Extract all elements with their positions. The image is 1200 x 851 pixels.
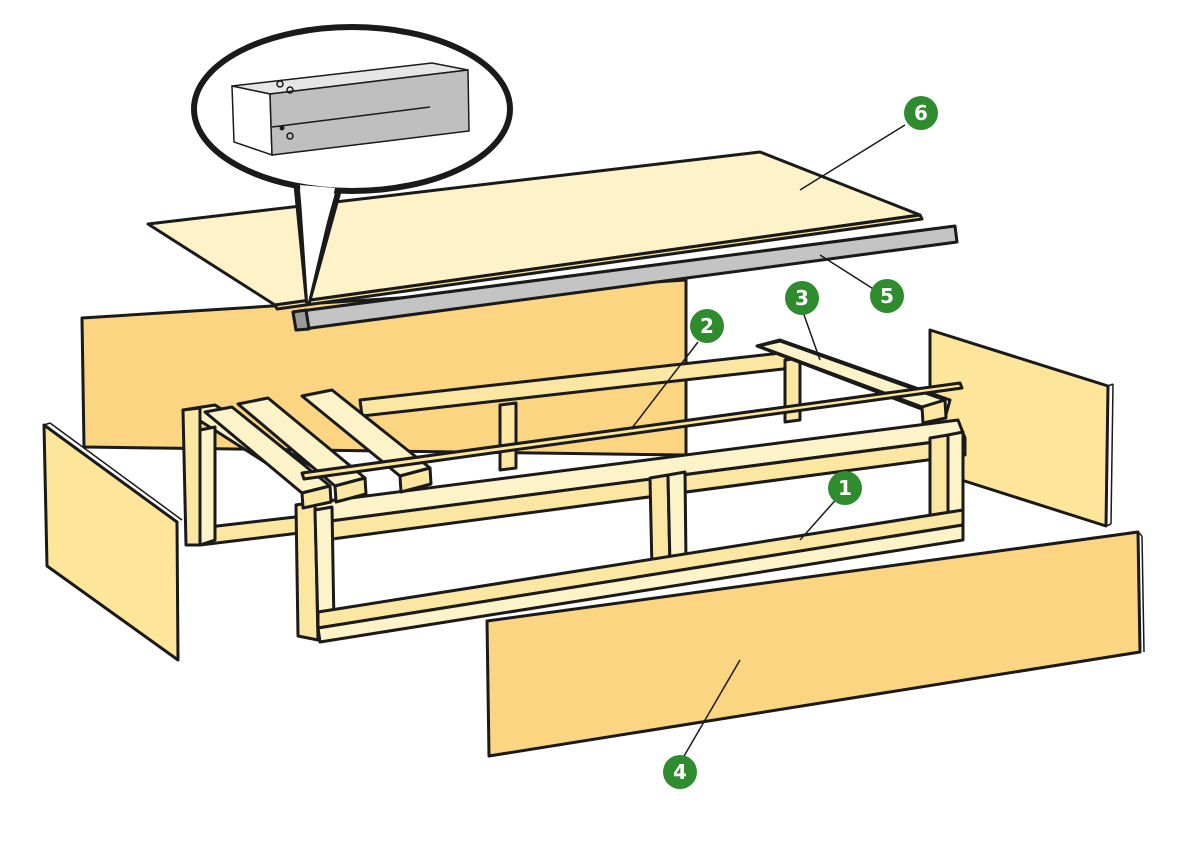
callout-3-label: 3 — [795, 286, 809, 310]
callout-6-label: 6 — [914, 101, 928, 125]
callout-4: 4 — [663, 755, 697, 789]
callout-1-label: 1 — [838, 476, 852, 500]
leader-2 — [631, 341, 699, 429]
callout-1-circle — [828, 471, 862, 505]
callout-3-circle — [785, 281, 819, 315]
top-board — [146, 150, 924, 311]
leader-3 — [802, 311, 821, 361]
callout-6-circle — [904, 96, 938, 130]
callout-5-label: 5 — [880, 284, 894, 308]
callout-badges: 1 2 3 4 5 6 — [663, 96, 938, 789]
callout-1: 1 — [828, 471, 862, 505]
callout-6: 6 — [904, 96, 938, 130]
callout-4-label: 4 — [673, 760, 687, 784]
thin-strip — [300, 381, 964, 481]
callout-2: 2 — [690, 309, 724, 343]
leader-5 — [819, 254, 876, 291]
left-side-panel — [42, 422, 183, 662]
callout-5-circle — [870, 279, 904, 313]
leader-lines — [631, 124, 906, 764]
leader-4 — [679, 659, 741, 764]
detail-magnifier — [191, 24, 513, 305]
metal-profile — [291, 224, 959, 332]
callout-2-label: 2 — [700, 314, 714, 338]
callout-3: 3 — [785, 281, 819, 315]
callout-2-circle — [690, 309, 724, 343]
callout-5: 5 — [870, 279, 904, 313]
front-panel — [485, 530, 1145, 758]
callout-4-circle — [663, 755, 697, 789]
leader-1 — [799, 494, 841, 541]
leader-6 — [799, 124, 906, 191]
